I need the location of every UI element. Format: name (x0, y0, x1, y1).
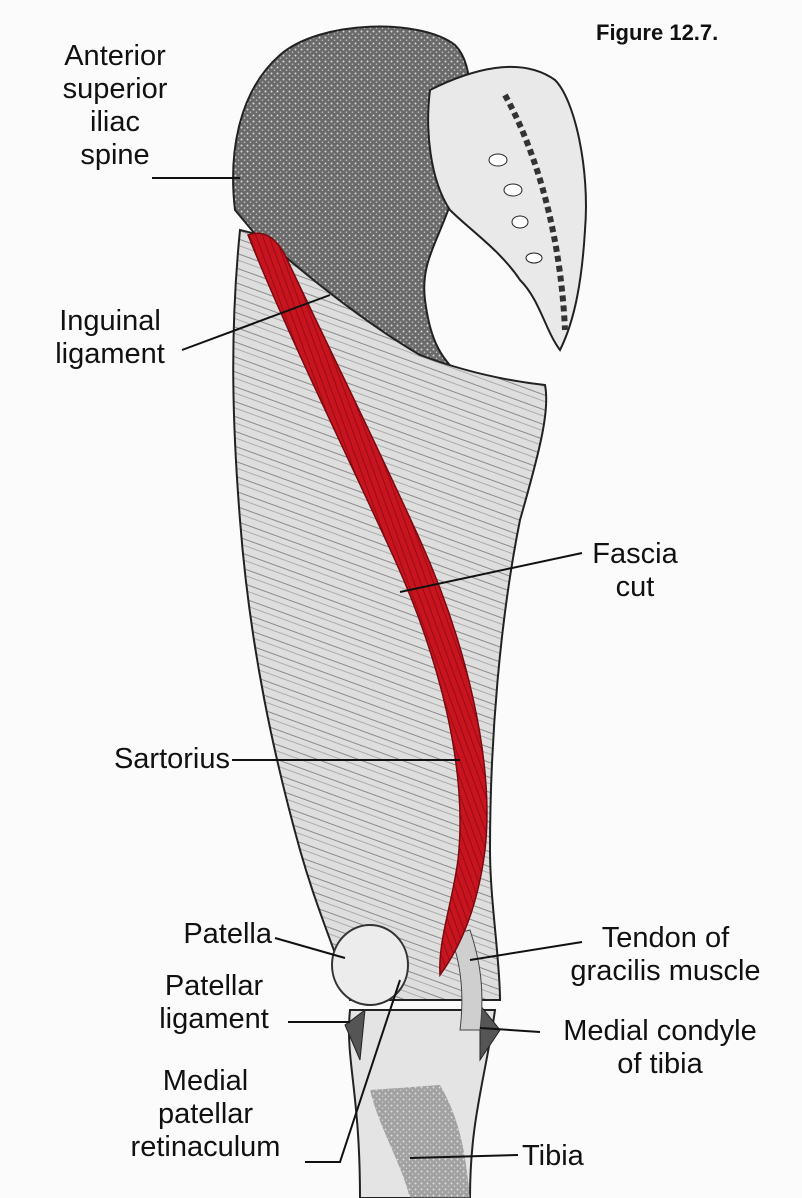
patella-shape (331, 924, 409, 1006)
label-patella: Patella (183, 918, 272, 950)
label-fascia-cut: Fascia cut (592, 538, 678, 603)
label-inguinal-ligament: Inguinal ligament (55, 305, 165, 370)
label-anterior-superior-iliac-spine: Anterior superior iliac spine (62, 40, 168, 171)
sartorius-muscle (247, 232, 488, 978)
label-tendon-of-gracilis: Tendon of gracilis muscle (570, 922, 761, 987)
label-medial-patellar-retinaculum: Medial patellar retinaculum (130, 1065, 281, 1163)
label-sartorius: Sartorius (113, 743, 230, 775)
sacrum-shape (427, 66, 587, 352)
label-patellar-ligament: Patellar ligament (159, 970, 269, 1035)
label-tibia: Tibia (522, 1140, 584, 1172)
thigh-shape (232, 228, 548, 1001)
label-medial-condyle-of-tibia: Medial condyle of tibia (563, 1015, 757, 1080)
figure-title: Figure 12.7. (596, 20, 719, 45)
leader-lines (152, 177, 583, 1163)
